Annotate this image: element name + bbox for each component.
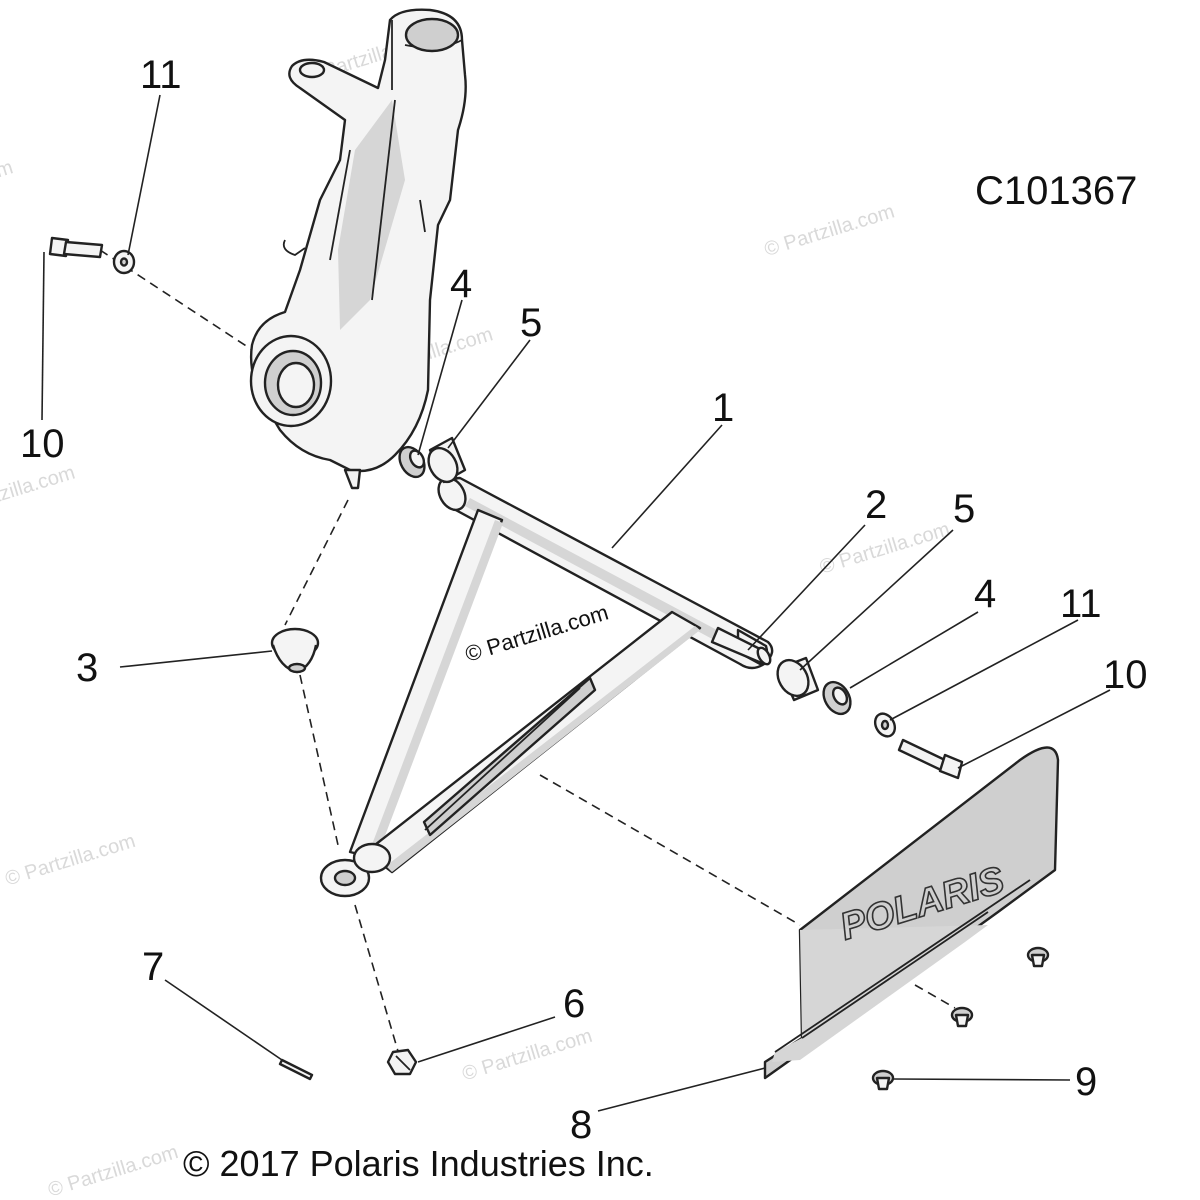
skid-guard: POLARIS xyxy=(763,746,1060,1080)
dust-boot xyxy=(270,627,320,674)
callout-11: 11 xyxy=(1060,582,1102,626)
flange-screw xyxy=(950,1006,974,1028)
flange-screw xyxy=(1026,946,1050,968)
callout-4: 4 xyxy=(974,572,996,616)
callout-8: 8 xyxy=(570,1103,592,1147)
steering-knuckle xyxy=(249,8,467,490)
callout-4: 4 xyxy=(450,262,472,306)
callout-10: 10 xyxy=(20,422,65,466)
watermark: © Partzilla.com xyxy=(762,201,897,261)
watermark: © Partzilla.com xyxy=(460,1025,595,1085)
callout-3: 3 xyxy=(76,646,98,690)
callout-9: 9 xyxy=(1075,1060,1097,1104)
watermark: © Partzilla.com xyxy=(0,462,78,522)
bushing-right xyxy=(822,680,852,716)
watermark: © Partzilla.com xyxy=(0,156,16,216)
copyright-notice: © 2017 Polaris Industries Inc. xyxy=(183,1143,654,1184)
drawing-code: C101367 xyxy=(975,169,1137,213)
center-watermark: © Partzilla.com xyxy=(462,600,611,667)
callout-6: 6 xyxy=(563,982,585,1026)
washer-right xyxy=(873,712,897,738)
callout-11: 11 xyxy=(140,53,182,97)
callout-labels: 11 10 4 5 1 2 5 4 11 10 3 7 6 8 9 xyxy=(20,53,1148,1147)
cotter-pin xyxy=(278,1058,314,1081)
callout-10: 10 xyxy=(1103,653,1148,697)
flange-screw xyxy=(871,1069,895,1091)
pivot-shaft xyxy=(710,626,772,666)
callout-5: 5 xyxy=(520,301,542,345)
spacer-right xyxy=(776,656,820,702)
castle-nut xyxy=(386,1048,418,1076)
bolt-right xyxy=(897,738,964,780)
bolt-left xyxy=(48,236,104,259)
washer-left xyxy=(112,249,136,275)
callout-2: 2 xyxy=(865,483,887,527)
spacer-left xyxy=(427,436,467,484)
callout-5: 5 xyxy=(953,487,975,531)
callout-1: 1 xyxy=(712,386,734,430)
a-arm xyxy=(319,476,774,898)
leader-lines xyxy=(41,94,1111,1112)
watermark: © Partzilla.com xyxy=(3,830,138,890)
callout-7: 7 xyxy=(142,945,164,989)
watermark: © Partzilla.com xyxy=(45,1141,180,1200)
